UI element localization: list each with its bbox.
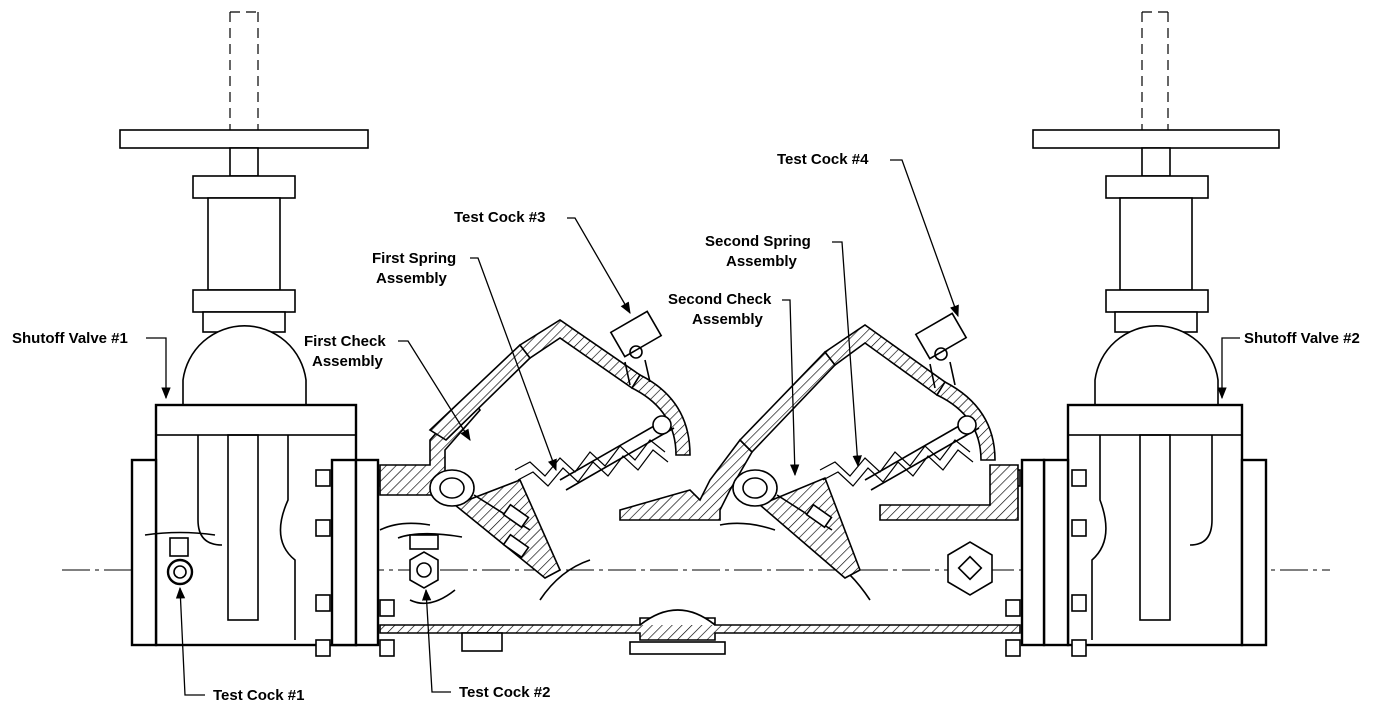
svg-text:Second Spring: Second Spring (705, 233, 811, 250)
shutoff-valve-1 (119, 11, 369, 657)
label-test-cock-1: Test Cock #1 (175, 586, 304, 704)
second-check-disc (732, 469, 861, 579)
label-shutoff-valve-2: Shutoff Valve #2 (1217, 330, 1360, 400)
svg-text:Shutoff Valve #2: Shutoff Valve #2 (1244, 330, 1360, 347)
svg-text:Test Cock #4: Test Cock #4 (777, 151, 869, 168)
svg-text:Test Cock #3: Test Cock #3 (454, 209, 545, 226)
shutoff-valve-2 (1032, 11, 1280, 657)
label-test-cock-4: Test Cock #4 (777, 151, 959, 318)
svg-text:Assembly: Assembly (726, 253, 798, 270)
label-first-spring-assembly: First Spring Assembly (372, 250, 557, 472)
svg-text:First Check: First Check (304, 333, 386, 350)
svg-text:Assembly: Assembly (376, 270, 448, 287)
svg-text:Assembly: Assembly (692, 311, 764, 328)
svg-text:Shutoff Valve #1: Shutoff Valve #1 (12, 330, 128, 347)
label-second-spring-assembly: Second Spring Assembly (705, 233, 862, 468)
first-check-disc (429, 469, 562, 579)
svg-text:First Spring: First Spring (372, 250, 456, 267)
label-test-cock-3: Test Cock #3 (454, 209, 631, 315)
test-cock-4 (914, 312, 968, 389)
test-cock-3 (609, 310, 663, 386)
outlet-hex-plug (947, 541, 993, 596)
svg-text:Second Check: Second Check (668, 291, 772, 308)
label-first-check-assembly: First Check Assembly (304, 333, 471, 441)
test-cock-2 (397, 532, 463, 589)
backflow-body (354, 310, 1046, 657)
second-spring (819, 415, 980, 491)
label-shutoff-valve-1: Shutoff Valve #1 (12, 330, 171, 400)
svg-text:Assembly: Assembly (312, 353, 384, 370)
label-test-cock-2: Test Cock #2 (421, 588, 550, 701)
label-second-check-assembly: Second Check Assembly (668, 291, 800, 477)
svg-text:Test Cock #2: Test Cock #2 (459, 684, 550, 701)
svg-text:Test Cock #1: Test Cock #1 (213, 687, 304, 704)
first-spring (514, 415, 675, 491)
